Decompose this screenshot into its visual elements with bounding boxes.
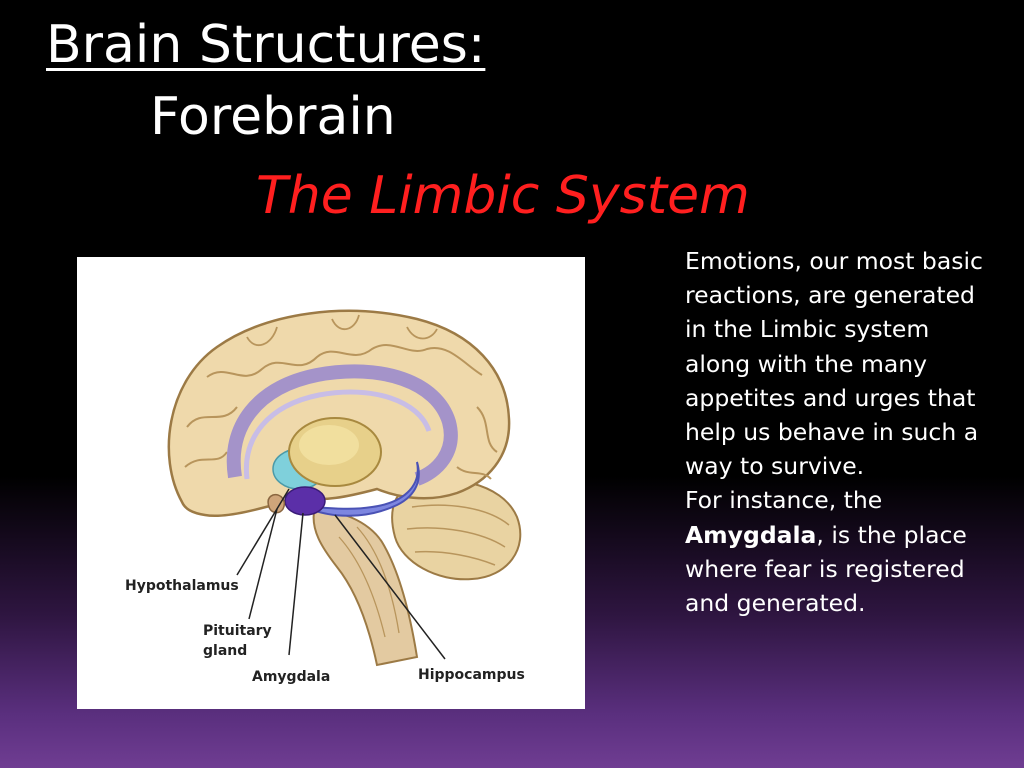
slide-title: Brain Structures: [46,15,486,75]
body-text: Emotions, our most basic reactions, are … [685,244,985,620]
body-paragraph-2-lead: For instance, the [685,486,883,515]
body-paragraph-1: Emotions, our most basic reactions, are … [685,247,983,481]
label-hippocampus: Hippocampus [418,667,525,683]
cerebrum [167,309,511,517]
label-pituitary-line1: Pituitary [203,623,272,639]
amygdala-term: Amygdala [685,520,817,549]
body-paragraph-2: For instance, the Amygdala, is the place… [685,483,985,620]
brainstem [312,505,419,667]
label-amygdala: Amygdala [252,669,330,685]
slide-subtitle: Forebrain [150,87,396,147]
brain-illustration: Hypothalamus Pituitary gland Amygdala Hi… [125,309,525,685]
label-pituitary-line2: gland [203,643,247,659]
label-hypothalamus: Hypothalamus [125,578,239,594]
body-paragraph-2-rest: , is the place where fear is registered … [685,520,967,618]
brain-diagram: Hypothalamus Pituitary gland Amygdala Hi… [77,257,585,709]
slide-heading: The Limbic System [256,166,750,226]
amygdala-region [284,486,326,516]
